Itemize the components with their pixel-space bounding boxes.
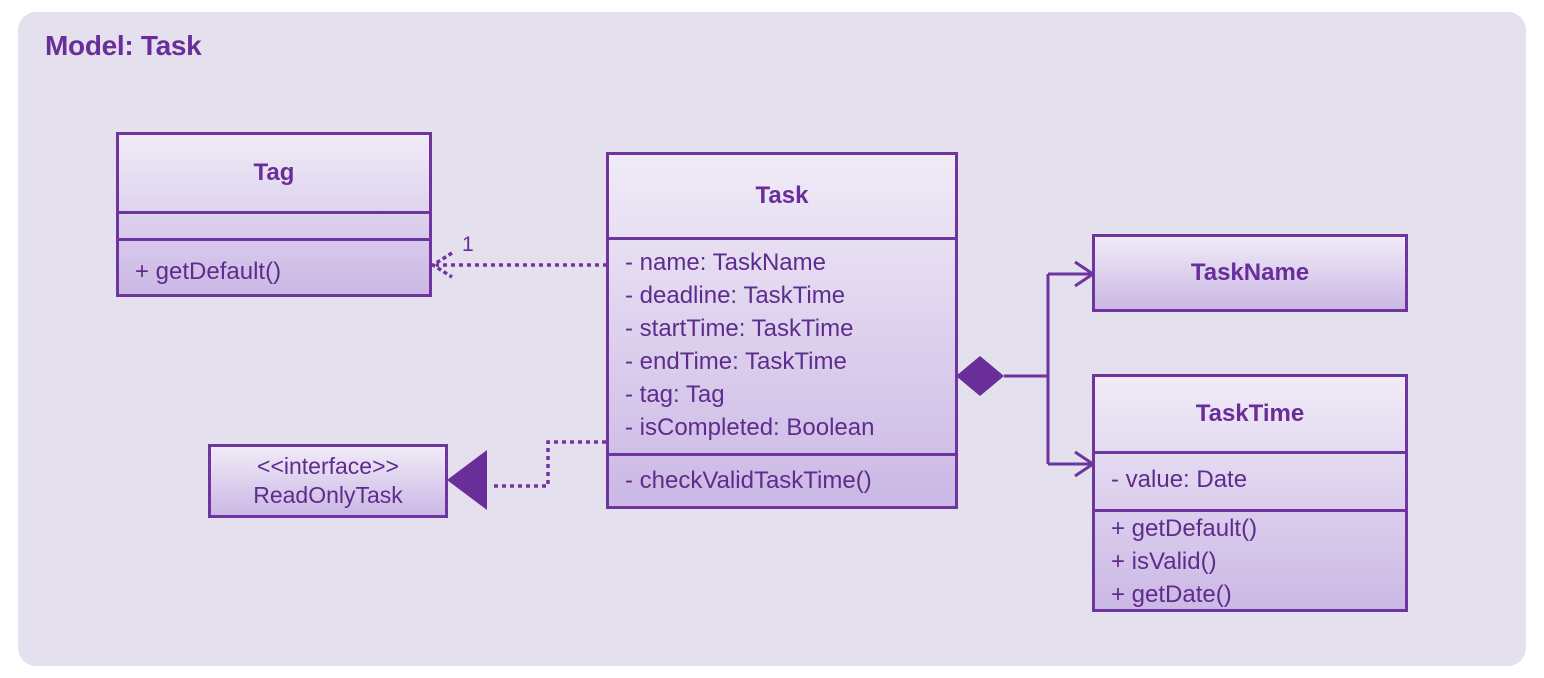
interface-name: ReadOnlyTask [253,482,403,508]
methods-section: - checkValidTaskTime() [609,453,955,497]
attribute: - endTime: TaskTime [625,348,847,375]
composition-diamond [956,356,1004,396]
class-taskname: TaskName [1092,234,1408,312]
attribute: - isCompleted: Boolean [625,414,875,441]
method: + getDate() [1111,581,1232,608]
method: - checkValidTaskTime() [625,467,872,494]
attribute: - deadline: TaskTime [625,282,846,309]
method: + getDefault() [135,258,282,285]
class-tag: Tag + getDefault() [116,132,432,297]
class-name: Tag [253,159,295,186]
attribute: - name: TaskName [625,249,826,276]
attributes-section: - name: TaskName - deadline: TaskTime - … [609,237,955,453]
methods-section: + getDefault() + isValid() + getDate() [1095,509,1405,611]
method: + isValid() [1111,548,1217,575]
class-name: TaskTime [1195,400,1305,427]
realization-line-task-readonlytask [490,440,606,488]
dependency-arrowhead [429,251,453,279]
methods-section: + getDefault() [119,238,429,288]
method: + getDefault() [1111,515,1258,542]
realization-triangle [447,450,487,510]
class-task: Task - name: TaskName - deadline: TaskTi… [606,152,958,509]
class-tasktime: TaskTime - value: Date + getDefault() + … [1092,374,1408,612]
interface-readonlytask: <<interface>> ReadOnlyTask [208,444,448,518]
attributes-section [119,211,429,238]
class-name: TaskName [1190,259,1310,286]
diagram-title: Model: Task [45,30,202,61]
stereotype-label: <<interface>> [257,453,399,479]
multiplicity-label: 1 [462,233,474,256]
attribute: - tag: Tag [625,381,725,408]
attribute: - startTime: TaskTime [625,315,854,342]
class-name: Task [755,182,809,209]
attributes-section: - value: Date [1095,451,1405,509]
attribute: - value: Date [1111,466,1248,493]
